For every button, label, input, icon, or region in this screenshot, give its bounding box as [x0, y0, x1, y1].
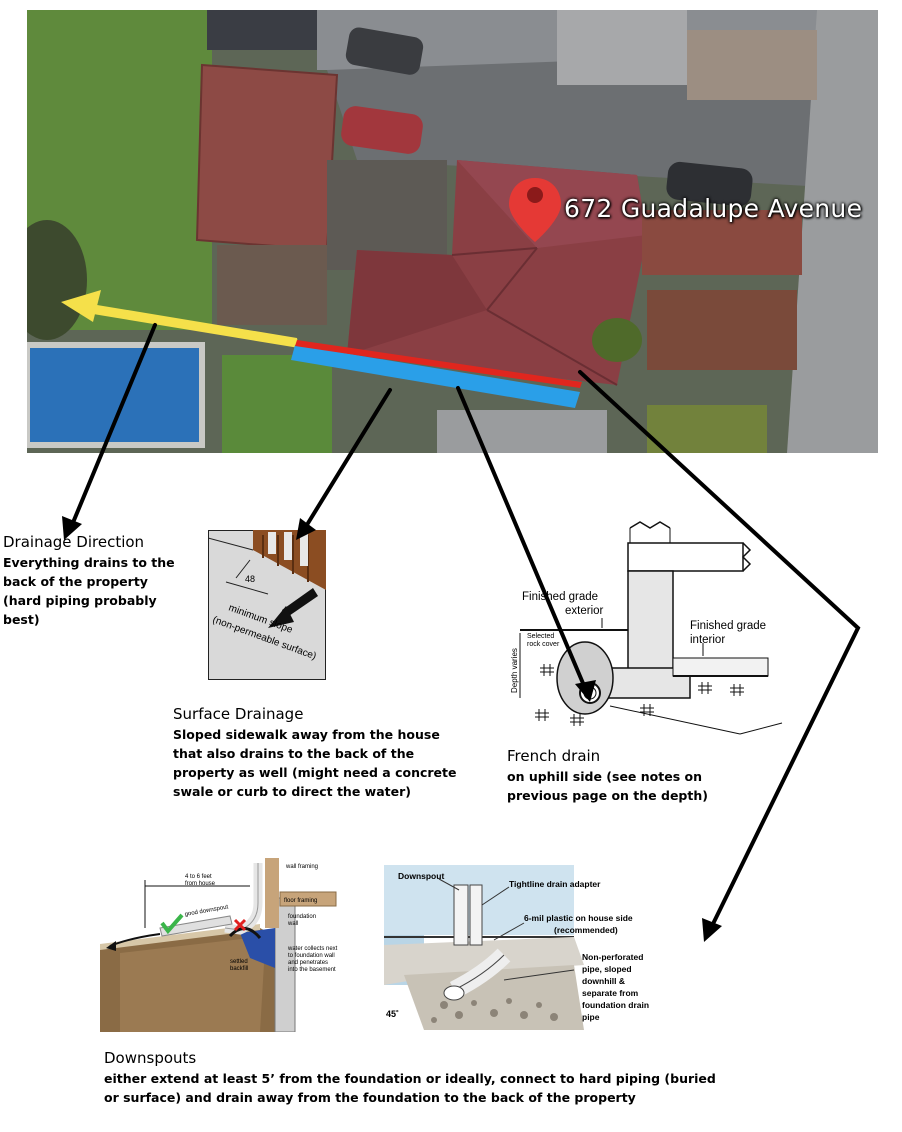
svg-text:to foundation wall: to foundation wall [288, 953, 335, 959]
svg-text:floor framing: floor framing [284, 898, 317, 904]
svg-text:Finished grade: Finished grade [522, 591, 598, 603]
aerial-map-image: 672 Guadalupe Avenue [27, 10, 878, 453]
svg-text:backfill: backfill [230, 966, 248, 972]
svg-text:and penetrates: and penetrates [288, 960, 328, 966]
surface-drainage-body: Sloped sidewalk away from the house that… [173, 727, 457, 799]
surface-drainage-title: Surface Drainage [173, 705, 304, 723]
arrow-head-downspouts [702, 918, 722, 942]
svg-text:45˚: 45˚ [386, 1009, 399, 1019]
svg-text:6-mil plastic on house side: 6-mil plastic on house side [524, 913, 633, 923]
map-pin-icon [509, 178, 561, 242]
svg-text:48: 48 [245, 574, 255, 584]
svg-text:separate from: separate from [582, 988, 639, 998]
svg-text:interior: interior [690, 634, 725, 646]
svg-text:foundation drain: foundation drain [582, 1000, 649, 1010]
svg-text:4 to 6 feet: 4 to 6 feet [185, 874, 212, 880]
french-drain-illustration: Finished grade exterior Finished grade i… [510, 518, 785, 738]
surface-drainage-illustration: 48 minimum slope (non-permeable surface) [208, 530, 326, 680]
svg-text:wall framing: wall framing [285, 864, 318, 870]
aerial-map-svg [27, 10, 878, 453]
svg-text:water collects next: water collects next [287, 946, 338, 952]
svg-text:settled: settled [230, 959, 248, 965]
french-drain-body: on uphill side (see notes on previous pa… [507, 769, 708, 803]
downspouts-title: Downspouts [104, 1049, 197, 1067]
svg-text:Non-perforated: Non-perforated [582, 952, 643, 962]
french-drain-caption: French drain on uphill side (see notes o… [507, 747, 727, 805]
french-drain-title: French drain [507, 747, 601, 765]
svg-text:wall: wall [287, 921, 298, 927]
downspout-illustration-left: 4 to 6 feet from house wall framing floo… [100, 858, 344, 1032]
svg-text:downhill &: downhill & [582, 976, 625, 986]
svg-text:foundation: foundation [288, 914, 316, 920]
drainage-direction-caption: Drainage Direction Everything drains to … [3, 533, 183, 629]
svg-text:Tightline drain adapter: Tightline drain adapter [509, 879, 601, 889]
drainage-direction-title: Drainage Direction [3, 533, 145, 551]
surface-drainage-caption: Surface Drainage Sloped sidewalk away fr… [173, 705, 463, 801]
downspouts-caption: Downspouts either extend at least 5’ fro… [104, 1049, 734, 1107]
svg-text:Finished grade: Finished grade [690, 620, 766, 632]
svg-text:(recommended): (recommended) [554, 925, 618, 935]
svg-text:into the basement: into the basement [288, 967, 336, 973]
svg-text:rock cover: rock cover [527, 641, 560, 648]
drainage-direction-body: Everything drains to the back of the pro… [3, 555, 175, 627]
svg-text:exterior: exterior [565, 605, 604, 617]
address-label: 672 Guadalupe Avenue [564, 194, 863, 223]
svg-text:Downspout: Downspout [398, 871, 444, 881]
svg-text:pipe, sloped: pipe, sloped [582, 964, 632, 974]
svg-text:Selected: Selected [527, 633, 554, 640]
downspouts-body: either extend at least 5’ from the found… [104, 1071, 716, 1105]
svg-text:from house: from house [185, 881, 216, 887]
svg-text:pipe: pipe [582, 1012, 600, 1022]
downspout-illustration-right: Downspout Tightline drain adapter 6-mil … [384, 865, 666, 1030]
svg-text:Depth varies: Depth varies [510, 648, 519, 693]
